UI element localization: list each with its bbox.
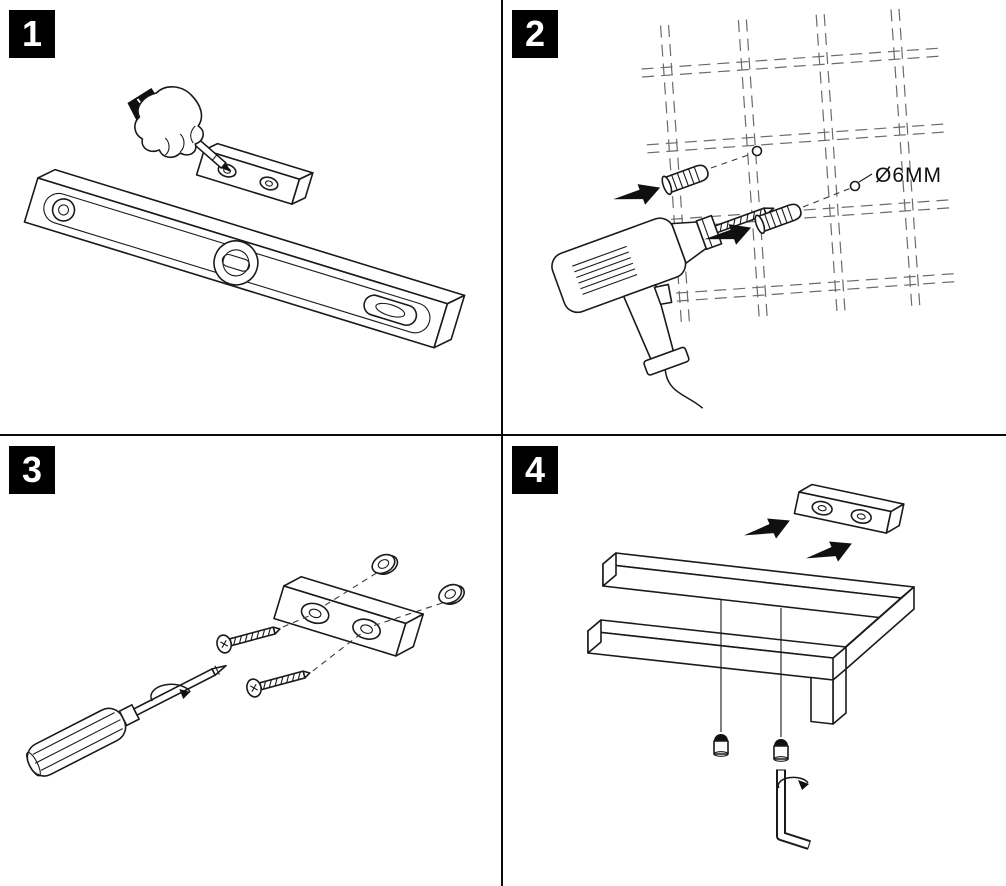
insert-arrow-icon	[613, 184, 661, 205]
power-drill-icon	[551, 207, 775, 409]
marking-hand-icon	[127, 86, 232, 172]
set-screw-icon	[773, 739, 789, 762]
step-2-illustration: Ø6MM	[551, 8, 962, 409]
set-screw-icon	[713, 734, 729, 757]
washer-icon	[371, 553, 399, 576]
wall-plate-icon	[273, 575, 424, 657]
wall-anchor-icon	[754, 203, 802, 235]
screw-icon	[246, 670, 311, 698]
step-badge-4: 4	[512, 446, 558, 494]
step-1-illustration	[23, 86, 466, 349]
rotation-arrow-icon	[777, 776, 809, 790]
washer-icon	[438, 583, 465, 606]
step-badge-2: 2	[512, 10, 558, 58]
screwdriver-icon	[26, 664, 227, 777]
screw-icon	[216, 626, 281, 654]
step-4-illustration	[587, 483, 915, 850]
attach-arrow-icon	[805, 541, 852, 562]
step-panel-4: 4	[503, 436, 1006, 886]
drill-hole	[751, 145, 763, 157]
wall-plate-icon	[195, 142, 314, 205]
insert-arrow-icon	[704, 224, 752, 245]
spirit-level-icon	[23, 168, 466, 349]
attach-arrow-icon	[743, 518, 790, 539]
wall-anchor-icon	[661, 164, 709, 196]
step-badge-1: 1	[9, 10, 55, 58]
step-badge-3: 3	[9, 446, 55, 494]
allen-key-icon	[776, 769, 812, 850]
drill-diameter-label: Ø6MM	[875, 164, 942, 187]
step-panel-2: 2	[503, 0, 1006, 436]
step-panel-3: 3	[0, 436, 503, 886]
wall-plate-icon	[793, 483, 905, 534]
step-3-illustration	[26, 553, 465, 777]
paper-holder-frame	[587, 552, 915, 725]
step-panel-1: 1	[0, 0, 503, 436]
drill-hole	[849, 180, 861, 192]
rotation-arrow-icon	[150, 683, 191, 702]
